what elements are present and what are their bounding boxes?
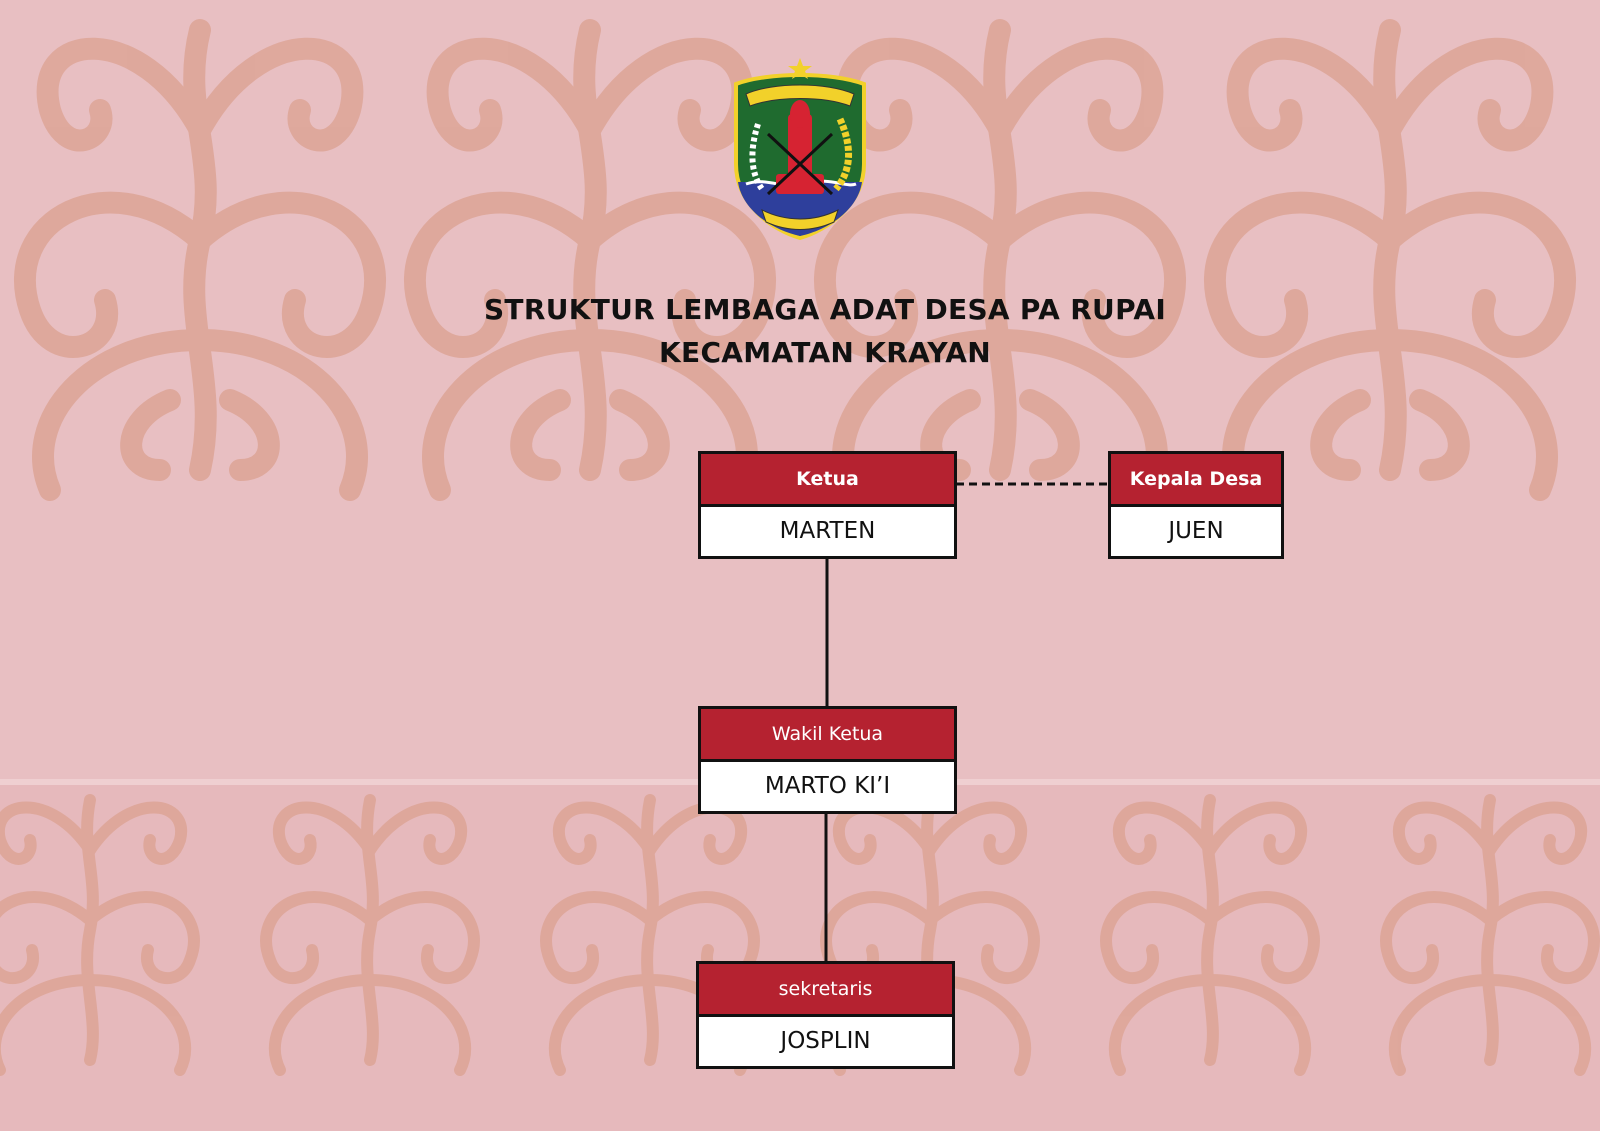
- person-name-kepala-desa: JUEN: [1111, 507, 1281, 556]
- role-label-wakil-ketua: Wakil Ketua: [701, 709, 954, 762]
- org-node-ketua: Ketua MARTEN: [698, 451, 957, 559]
- org-node-wakil-ketua: Wakil Ketua MARTO KI’I: [698, 706, 957, 814]
- role-label-sekretaris: sekretaris: [699, 964, 952, 1017]
- person-name-sekretaris: JOSPLIN: [699, 1017, 952, 1066]
- role-label-kepala-desa: Kepala Desa: [1111, 454, 1281, 507]
- org-node-sekretaris: sekretaris JOSPLIN: [696, 961, 955, 1069]
- page-title-line-2: KECAMATAN KRAYAN: [659, 336, 991, 369]
- role-label-ketua: Ketua: [701, 454, 954, 507]
- page-title-line-1: STRUKTUR LEMBAGA ADAT DESA PA RUPAI: [483, 293, 1167, 326]
- org-node-kepala-desa: Kepala Desa JUEN: [1108, 451, 1284, 559]
- kabupaten-nunukan-emblem-icon: [734, 58, 866, 240]
- person-name-wakil-ketua: MARTO KI’I: [701, 762, 954, 811]
- person-name-ketua: MARTEN: [701, 507, 954, 556]
